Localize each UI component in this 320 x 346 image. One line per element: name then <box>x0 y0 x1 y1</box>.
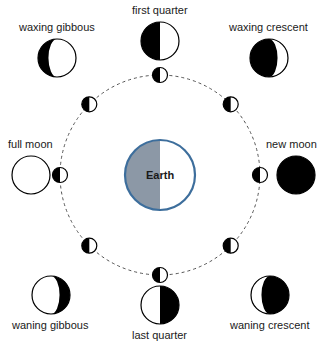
phase-moon: full moon <box>8 138 53 196</box>
moon-symbol <box>10 154 52 196</box>
phase-moon: waxing crescent <box>229 21 308 79</box>
phase-moon: new moon <box>266 138 317 196</box>
phase-label: waning gibbous <box>12 319 88 332</box>
moon-symbol <box>248 37 290 79</box>
moon-symbol <box>275 154 317 196</box>
orbit-moon <box>82 238 97 253</box>
orbit-moon <box>153 68 168 83</box>
orbit-path <box>60 75 260 275</box>
phase-moon: waxing gibbous <box>19 21 95 79</box>
phase-moon: first quarter <box>132 4 188 62</box>
phase-label: last quarter <box>132 329 187 342</box>
orbit-moons <box>53 68 268 283</box>
phase-label: new moon <box>266 138 317 151</box>
orbit-moon <box>223 97 238 112</box>
phase-label: waxing crescent <box>229 21 308 34</box>
orbit-moon <box>153 268 168 283</box>
moon-symbol <box>36 37 78 79</box>
earth-label: Earth <box>146 169 174 182</box>
moon-symbol <box>249 274 291 316</box>
orbit-moon <box>82 97 97 112</box>
phase-moon: waning gibbous <box>12 274 89 332</box>
moon-symbol <box>139 20 181 62</box>
orbit-moon <box>53 168 68 183</box>
moon-symbol <box>30 274 72 316</box>
phase-label: waning crescent <box>230 319 310 332</box>
phase-label: full moon <box>8 138 53 151</box>
earth-circle: Earth <box>123 138 197 212</box>
orbit-moon <box>253 168 268 183</box>
phase-label: waxing gibbous <box>19 21 95 34</box>
moon-symbol <box>139 284 181 326</box>
phase-moon: last quarter <box>132 284 188 342</box>
phase-label: first quarter <box>132 4 188 17</box>
orbit-moon <box>223 238 238 253</box>
phase-moon: waning crescent <box>230 274 310 332</box>
